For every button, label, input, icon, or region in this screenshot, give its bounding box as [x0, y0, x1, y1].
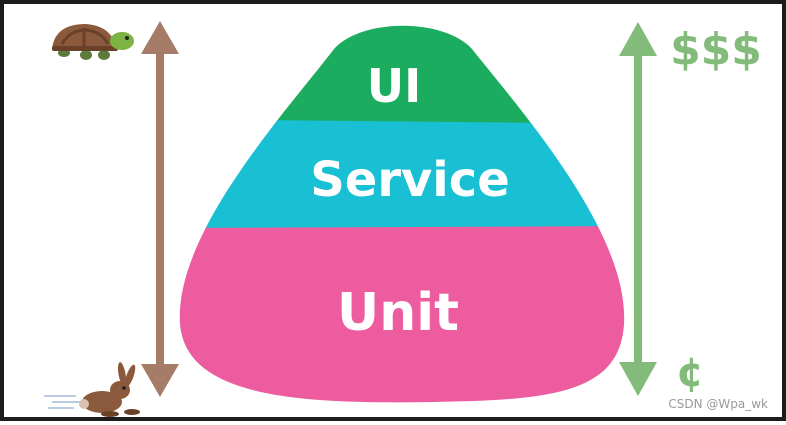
- speed-axis-arrow: [141, 21, 179, 397]
- test-pyramid-diagram: UI Service Unit: [4, 4, 786, 425]
- unit-label: Unit: [337, 283, 459, 343]
- low-cost-label: ¢: [676, 350, 704, 396]
- cost-axis-arrow: [619, 22, 657, 396]
- ui-label: UI: [367, 59, 421, 113]
- high-cost-label: $$$: [670, 24, 762, 75]
- service-label: Service: [310, 152, 510, 208]
- watermark: CSDN @Wpa_wk: [668, 397, 768, 411]
- turtle-icon: [52, 24, 134, 60]
- rabbit-icon: [44, 362, 140, 417]
